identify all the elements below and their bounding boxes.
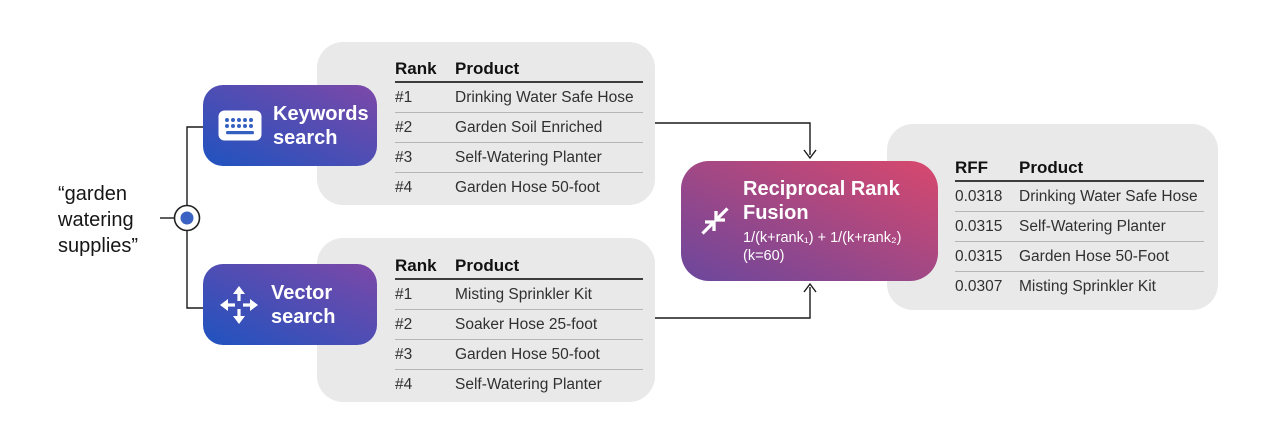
keyboard-icon bbox=[218, 110, 262, 141]
product-cell: Soaker Hose 25-foot bbox=[455, 315, 598, 333]
product-cell: Drinking Water Safe Hose bbox=[1019, 187, 1198, 205]
rank-cell: #4 bbox=[395, 178, 413, 196]
query-text: “garden watering supplies” bbox=[58, 183, 139, 257]
vector-search-label: Vector search bbox=[271, 281, 336, 328]
product-column-header: Product bbox=[455, 59, 520, 78]
product-cell: Garden Hose 50-Foot bbox=[1019, 247, 1169, 265]
rank-cell: #2 bbox=[395, 315, 413, 333]
vector-to-fusion-line bbox=[655, 287, 811, 319]
rff-cell: 0.0315 bbox=[955, 247, 1003, 265]
table-row: #4 Self-Watering Planter bbox=[395, 370, 643, 399]
vector-search-box: Vector search bbox=[203, 264, 377, 345]
table-row: 0.0315 Garden Hose 50-Foot bbox=[955, 242, 1204, 272]
table-row: 0.0318 Drinking Water Safe Hose bbox=[955, 182, 1204, 212]
product-cell: Misting Sprinkler Kit bbox=[1019, 277, 1156, 295]
product-cell: Garden Hose 50-foot bbox=[455, 345, 600, 363]
keywords-results-table: Rank Product #1 Drinking Water Safe Hose… bbox=[395, 53, 643, 202]
product-column-header: Product bbox=[1019, 158, 1084, 177]
fusion-results-card: RFF Product 0.0318 Drinking Water Safe H… bbox=[887, 124, 1218, 310]
table-row: #2 Soaker Hose 25-foot bbox=[395, 310, 643, 340]
table-row: 0.0315 Self-Watering Planter bbox=[955, 212, 1204, 242]
rank-column-header: Rank bbox=[395, 256, 437, 275]
fusion-text-block: Reciprocal Rank Fusion 1/(k+rank₁) + 1/(… bbox=[743, 177, 926, 265]
fusion-results-table: RFF Product 0.0318 Drinking Water Safe H… bbox=[955, 152, 1204, 301]
rank-cell: #3 bbox=[395, 148, 413, 166]
query-node-dot bbox=[180, 211, 194, 225]
product-cell: Self-Watering Planter bbox=[455, 148, 602, 166]
keywords-to-fusion-line bbox=[655, 122, 811, 155]
keywords-search-label: Keywords search bbox=[273, 102, 369, 149]
rank-cell: #2 bbox=[395, 118, 413, 136]
product-cell: Self-Watering Planter bbox=[1019, 217, 1166, 235]
table-row: 0.0307 Misting Sprinkler Kit bbox=[955, 272, 1204, 301]
arrowhead-down-icon bbox=[803, 149, 817, 160]
rank-cell: #1 bbox=[395, 285, 413, 303]
product-cell: Drinking Water Safe Hose bbox=[455, 88, 634, 106]
vector-results-table: Rank Product #1 Misting Sprinkler Kit #2… bbox=[395, 250, 643, 399]
keywords-results-card: Rank Product #1 Drinking Water Safe Hose… bbox=[317, 42, 655, 205]
table-header-row: Rank Product bbox=[395, 250, 643, 280]
rank-cell: #3 bbox=[395, 345, 413, 363]
move-arrows-icon bbox=[220, 285, 258, 324]
product-cell: Garden Soil Enriched bbox=[455, 118, 603, 136]
table-header-row: Rank Product bbox=[395, 53, 643, 83]
table-row: #3 Garden Hose 50-foot bbox=[395, 340, 643, 370]
product-cell: Self-Watering Planter bbox=[455, 375, 602, 393]
fusion-formula-line2: (k=60) bbox=[743, 248, 785, 264]
fusion-formula-line1: 1/(k+rank₁) + 1/(k+rank₂) bbox=[743, 230, 902, 246]
fusion-formula: 1/(k+rank₁) + 1/(k+rank₂) (k=60) bbox=[743, 229, 926, 265]
arrowhead-up-icon bbox=[803, 282, 817, 293]
fusion-box: Reciprocal Rank Fusion 1/(k+rank₁) + 1/(… bbox=[681, 161, 938, 281]
table-row: #1 Misting Sprinkler Kit bbox=[395, 280, 643, 310]
product-cell: Garden Hose 50-foot bbox=[455, 178, 600, 196]
rank-column-header: Rank bbox=[395, 59, 437, 78]
table-row: #3 Self-Watering Planter bbox=[395, 143, 643, 173]
keywords-search-box: Keywords search bbox=[203, 85, 377, 166]
product-cell: Misting Sprinkler Kit bbox=[455, 285, 592, 303]
branch-to-keywords bbox=[186, 126, 204, 206]
table-row: #4 Garden Hose 50-foot bbox=[395, 173, 643, 202]
table-header-row: RFF Product bbox=[955, 152, 1204, 182]
table-row: #1 Drinking Water Safe Hose bbox=[395, 83, 643, 113]
rff-cell: 0.0318 bbox=[955, 187, 1003, 205]
collapse-arrows-icon bbox=[701, 207, 729, 235]
rff-cell: 0.0315 bbox=[955, 217, 1003, 235]
product-column-header: Product bbox=[455, 256, 520, 275]
branch-to-vector bbox=[186, 230, 204, 309]
rff-cell: 0.0307 bbox=[955, 277, 1003, 295]
rank-cell: #1 bbox=[395, 88, 413, 106]
fusion-title: Reciprocal Rank Fusion bbox=[743, 178, 900, 224]
rank-cell: #4 bbox=[395, 375, 413, 393]
table-row: #2 Garden Soil Enriched bbox=[395, 113, 643, 143]
rff-column-header: RFF bbox=[955, 158, 989, 177]
